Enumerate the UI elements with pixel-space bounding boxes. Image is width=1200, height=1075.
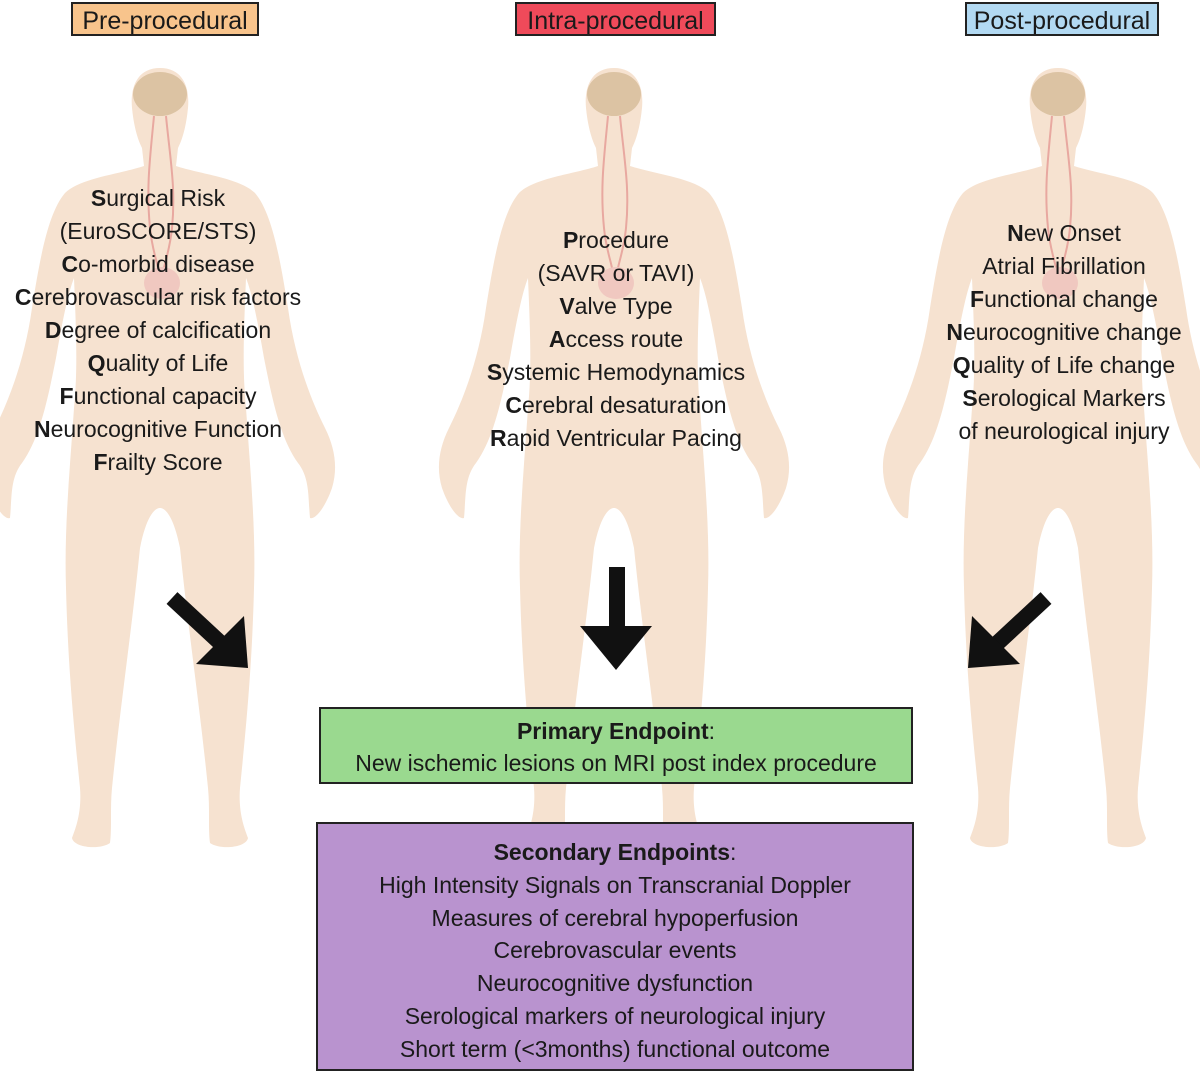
pre-factor-item: Co-morbid disease (61, 251, 255, 277)
arrow-intra-to-primary (580, 567, 652, 670)
intra-factor-item: Procedure (562, 227, 670, 253)
pre-factor-item: Surgical Risk (90, 185, 226, 211)
secondary-endpoint-item: High Intensity Signals on Transcranial D… (379, 871, 851, 898)
post-factor-item: Neurocognitive change (946, 319, 1182, 345)
pre-factor-item: Neurocognitive Function (33, 416, 283, 442)
pre-factor-item: Frailty Score (93, 449, 223, 475)
pre-procedural-label: Pre-procedural (71, 2, 259, 36)
post-factor-item: of neurological injury (958, 418, 1170, 444)
pre-factor-item: Degree of calcification (44, 317, 272, 343)
pre-factor-item: Functional capacity (59, 383, 257, 409)
secondary-endpoint-item: Serological markers of neurological inju… (404, 1002, 826, 1029)
intra-procedural-label: Intra-procedural (515, 2, 716, 36)
secondary-endpoint-item: Measures of cerebral hypoperfusion (431, 904, 799, 931)
intra-factor-item: (SAVR or TAVI) (537, 260, 695, 286)
secondary-endpoint-item: Cerebrovascular events (493, 937, 737, 964)
primary-endpoint-text: New ischemic lesions on MRI post index p… (355, 750, 877, 776)
primary-endpoint-box: Primary Endpoint: New ischemic lesions o… (319, 707, 913, 784)
pre-factor-item: (EuroSCORE/STS) (59, 218, 257, 244)
intra-factor-item: Cerebral desaturation (505, 392, 727, 418)
intra-factor-item: Systemic Hemodynamics (486, 359, 746, 385)
secondary-endpoint-item: Short term (<3months) functional outcome (399, 1035, 831, 1062)
post-factor-item: New Onset (1007, 220, 1121, 246)
post-factor-item: Quality of Life change (952, 352, 1176, 378)
post-factor-item: Serological Markers (962, 385, 1166, 411)
post-procedural-label: Post-procedural (965, 2, 1159, 36)
secondary-endpoints-title: Secondary Endpoints: (493, 839, 737, 865)
intra-factor-item: Rapid Ventricular Pacing (490, 425, 742, 451)
secondary-endpoints-box: Secondary Endpoints: High Intensity Sign… (316, 822, 914, 1071)
arrow-pre-to-primary (166, 592, 248, 668)
intra-factor-item: Access route (548, 326, 684, 352)
pre-procedural-factors: Surgical Risk (EuroSCORE/STS) Co-morbid di… (0, 182, 316, 479)
arrow-post-to-primary (968, 592, 1052, 668)
secondary-endpoint-item: Neurocognitive dysfunction (476, 970, 754, 997)
intra-factor-item: Valve Type (559, 293, 673, 319)
secondary-endpoints-list: High Intensity Signals on Transcranial D… (318, 869, 912, 1066)
pre-factor-item: Cerebrovascular risk factors (14, 284, 302, 310)
post-factor-item: Atrial Fibrillation (982, 253, 1146, 279)
post-factor-item: Functional change (970, 286, 1158, 312)
primary-endpoint-title: Primary Endpoint: (516, 718, 716, 744)
pre-factor-item: Quality of Life (87, 350, 229, 376)
